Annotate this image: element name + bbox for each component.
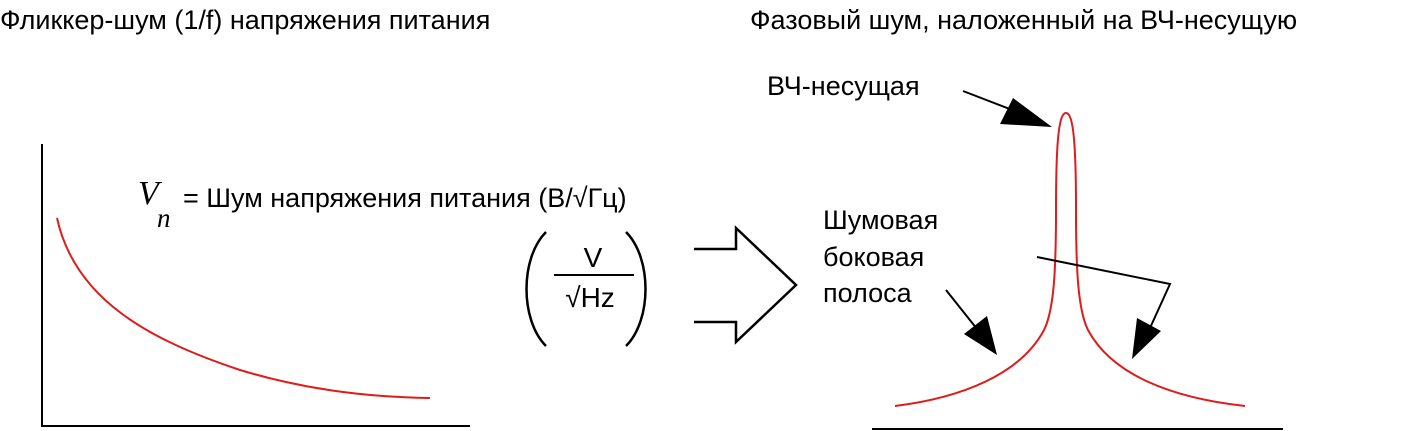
left-sideband-arrow-head: [964, 316, 997, 355]
flicker-noise-curve: [56, 217, 431, 399]
carrier-spectrum-curve: [894, 111, 1246, 407]
unit-denominator: √Hz: [565, 282, 615, 313]
unit-numerator: V: [584, 242, 603, 273]
left-paren: [525, 231, 547, 347]
right-paren: [625, 231, 647, 347]
sideband-label-line3: полоса: [823, 278, 913, 308]
vn-subscript: n: [157, 203, 171, 233]
sideband-label-line1: Шумовая: [823, 205, 938, 235]
noise-description: = Шум напряжения питания (В/√Гц): [183, 183, 627, 213]
carrier-arrow-head: [1000, 98, 1052, 127]
carrier-label: ВЧ-несущая: [767, 71, 920, 101]
right-sideband-arrow-shaft: [1036, 256, 1172, 329]
left-title: Фликкер-шум (1/f) напряжения питания: [0, 5, 490, 35]
sideband-label-line2: боковая: [823, 242, 924, 272]
right-sideband-arrow-head: [1132, 318, 1161, 359]
right-title: Фазовый шум, наложенный на ВЧ-несущую: [750, 5, 1297, 35]
transform-arrow: [694, 225, 798, 345]
